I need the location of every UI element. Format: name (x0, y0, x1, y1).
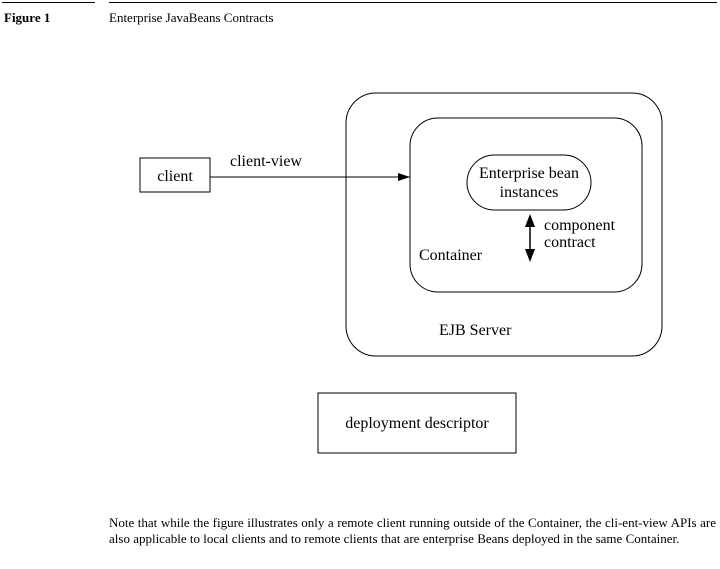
figure-label: Figure 1 (4, 10, 51, 25)
client-view-label: client-view (230, 153, 302, 170)
container-box (409, 117, 643, 293)
deployment-descriptor-box (317, 392, 517, 454)
deployment-descriptor-label: deployment descriptor (345, 415, 489, 432)
enterprise-bean-instances (466, 154, 592, 211)
container-label: Container (419, 247, 483, 264)
bean-label-line2: instances (500, 184, 559, 201)
ejb-server-label: EJB Server (439, 322, 512, 339)
header-rule-left (2, 2, 95, 3)
client-label: client (157, 168, 193, 185)
figure-title: Enterprise JavaBeans Contracts (109, 10, 274, 25)
component-label-line2: contract (544, 234, 596, 251)
component-contract-arrow (525, 214, 535, 262)
figure-note: Note that while the figure illustrates o… (109, 515, 716, 546)
component-label-line1: component (544, 217, 616, 234)
ejb-server-box (345, 92, 663, 357)
client-box (139, 157, 211, 193)
bean-label-line1: Enterprise bean (479, 165, 579, 182)
header-rule-right (109, 2, 717, 3)
